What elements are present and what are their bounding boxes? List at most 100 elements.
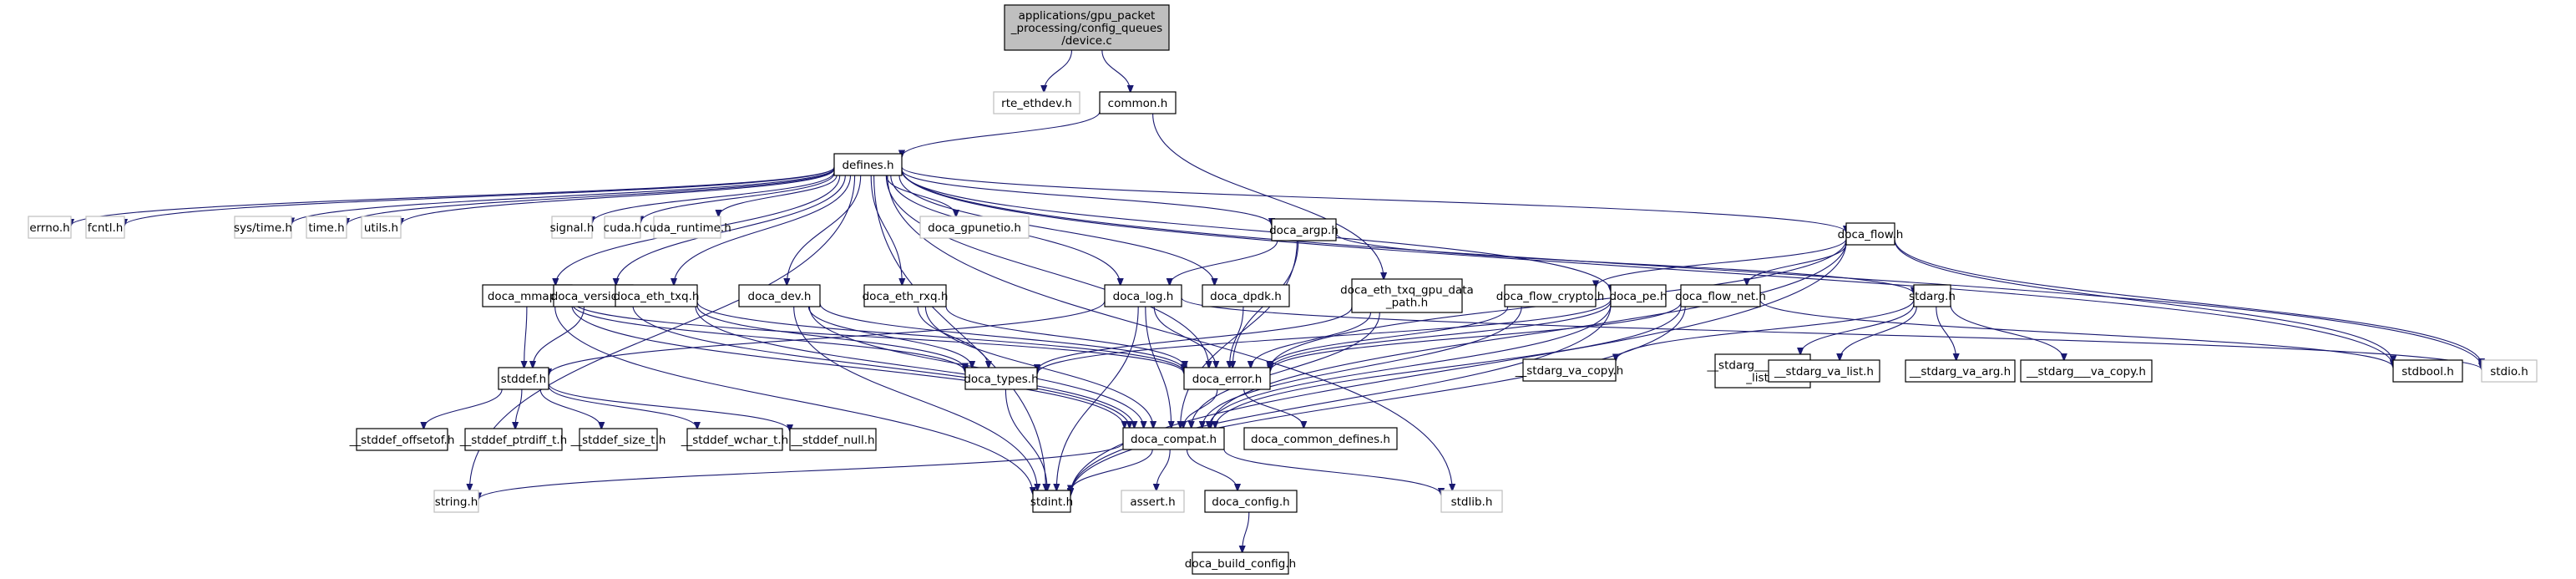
node-device-c[interactable]: applications/gpu_packet_processing/confi… xyxy=(1004,4,1170,51)
edge-doca-flow-h-to-doca-compat-h xyxy=(1211,241,1847,429)
edge-doca-pe-h-to-doca-compat-h xyxy=(1209,304,1612,428)
edge-doca-flow-h-to-stdbool-h xyxy=(1894,240,2393,363)
node-box xyxy=(964,367,1038,390)
node-label: __stdarg_va_copy.h xyxy=(1515,364,1623,378)
edge-doca-pe-h-to-doca-error-h xyxy=(1270,301,1612,370)
node-stddef-offsetof-h[interactable]: __stddef_offsetof.h xyxy=(349,428,455,451)
node-box xyxy=(28,216,72,239)
node-label: __stddef_wchar_t.h xyxy=(681,434,789,447)
node-box xyxy=(356,428,448,451)
node-stdarg-h[interactable]: stdarg.h xyxy=(1909,284,1956,307)
node-doca-build-config-h[interactable]: doca_build_config.h xyxy=(1185,551,1296,575)
node-doca-flow-crypto-h[interactable]: doca_flow_crypto.h xyxy=(1496,284,1605,307)
node-box xyxy=(1610,284,1667,307)
node-doca-flow-h[interactable]: doca_flow.h xyxy=(1838,222,1904,246)
node-box xyxy=(833,153,903,176)
node-stddef-ptrdiff-t-h[interactable]: __stddef_ptrdiff_t.h xyxy=(459,428,567,451)
node-box xyxy=(863,284,947,307)
node-doca-dpdk-h[interactable]: doca_dpdk.h xyxy=(1202,284,1290,307)
node-label: __stddef_null.h xyxy=(790,434,874,447)
edge-defines-h-to-fcntl-h xyxy=(124,166,835,226)
edge-doca-eth-txq-gpu-data-path-h-to-doca-compat-h xyxy=(1192,312,1380,428)
edge-doca-flow-h-to-stdint-h xyxy=(1070,241,1847,495)
node-stdarg-va-arg-h[interactable]: __stdarg_va_arg.h xyxy=(1905,359,2016,383)
edge-doca-version-h-to-doca-compat-h xyxy=(632,305,1130,428)
node-time-h: time.h xyxy=(306,216,347,239)
node-label: doca_types.h xyxy=(964,373,1038,386)
node-doca-config-h[interactable]: doca_config.h xyxy=(1204,490,1298,513)
edge-defines-h-to-doca-gpunetio-h xyxy=(886,175,956,216)
edge-defines-h-to-cuda-runtime-h xyxy=(719,175,838,216)
node-label: rte_ethdev.h xyxy=(1001,97,1072,110)
edge-defines-h-to-signal-h xyxy=(592,171,835,223)
node-box xyxy=(1845,222,1895,246)
edge-doca-flow-net-h-to-doca-error-h xyxy=(1270,302,1682,371)
node-defines-h[interactable]: defines.h xyxy=(833,153,903,176)
edge-stdarg-h-to-stdarg-va-arg-h xyxy=(1936,306,1956,360)
node-label: stdio.h xyxy=(2490,365,2528,378)
edge-doca-compat-h-to-assert-h xyxy=(1156,449,1171,490)
edge-stdarg-h-to-stdarg-va-list-h xyxy=(1840,306,1917,360)
node-stdbool-h[interactable]: stdbool.h xyxy=(2392,359,2463,383)
node-doca-eth-rxq-h[interactable]: doca_eth_rxq.h xyxy=(863,284,949,307)
node-label: doca_pe.h xyxy=(1610,290,1668,303)
node-box xyxy=(1440,490,1503,513)
edge-defines-h-to-time-h xyxy=(347,168,835,226)
edge-stddef-h-to-stddef-wchar-t-h xyxy=(548,385,697,429)
edge-defines-h-to-doca-error-h xyxy=(885,175,1208,368)
edge-doca-eth-txq-h-to-doca-compat-h xyxy=(695,306,1134,428)
node-stdarg-va-list-h[interactable]: __stdarg_va_list.h xyxy=(1768,359,1880,383)
edge-common-h-to-doca-eth-txq-gpu-data-path-h xyxy=(1152,113,1384,279)
node-doca-common-defines-h[interactable]: doca_common_defines.h xyxy=(1243,427,1398,450)
node-label: doca_mmap.h xyxy=(488,290,567,303)
node-box xyxy=(1202,284,1290,307)
node-doca-pe-h[interactable]: doca_pe.h xyxy=(1610,284,1668,307)
node-stddef-h[interactable]: stddef.h xyxy=(498,367,549,390)
node-doca-eth-txq-gpu-data-path-h[interactable]: doca_eth_txq_gpu_data_path.h xyxy=(1340,278,1474,313)
node-box xyxy=(2020,359,2153,383)
node-label: common.h xyxy=(1108,97,1168,110)
node-stddef-size-t-h[interactable]: __stddef_size_t.h xyxy=(570,428,666,451)
edge-doca-eth-rxq-h-to-doca-types-h xyxy=(917,306,989,368)
node-stdint-h[interactable]: stdint.h xyxy=(1030,490,1073,513)
edge-defines-h-to-doca-dpdk-h xyxy=(898,175,1215,285)
node-stdarg-va-copy-h[interactable]: __stdarg_va_copy.h xyxy=(1515,358,1623,382)
node-doca-dev-h[interactable]: doca_dev.h xyxy=(738,284,821,307)
node-stdarg---va-copy-h[interactable]: __stdarg___va_copy.h xyxy=(2020,359,2153,383)
node-string-h: string.h xyxy=(433,490,479,513)
node-doca-eth-txq-h[interactable]: doca_eth_txq.h xyxy=(614,284,700,307)
edge-doca-compat-h-to-stdlib-h xyxy=(1223,449,1441,495)
node-cuda-h: cuda.h xyxy=(604,216,641,239)
node-fcntl-h: fcntl.h xyxy=(85,216,125,239)
edge-stddef-h-to-stddef-size-t-h xyxy=(539,389,601,429)
node-label: doca_gpunetio.h xyxy=(928,221,1021,235)
edge-doca-compat-h-to-stdint-h xyxy=(1070,449,1153,491)
edge-doca-flow-h-to-doca-flow-crypto-h xyxy=(1596,238,1847,287)
node-doca-flow-net-h[interactable]: doca_flow_net.h xyxy=(1675,284,1766,307)
node-box xyxy=(686,428,783,451)
node-label: stdint.h xyxy=(1030,495,1073,509)
node-box xyxy=(738,284,821,307)
node-stdio-h: stdio.h xyxy=(2481,359,2538,383)
node-stddef-null-h[interactable]: __stddef_null.h xyxy=(789,428,877,451)
node-doca-compat-h[interactable]: doca_compat.h xyxy=(1122,427,1225,450)
node-label: __stdarg_va_list.h xyxy=(1774,365,1874,378)
edge-defines-h-to-doca-dev-h xyxy=(787,175,862,285)
node-doca-error-h[interactable]: doca_error.h xyxy=(1183,367,1271,390)
edge-doca-flow-crypto-h-to-doca-error-h xyxy=(1269,306,1509,368)
node-stddef-wchar-t-h[interactable]: __stddef_wchar_t.h xyxy=(681,428,789,451)
node-doca-types-h[interactable]: doca_types.h xyxy=(964,367,1039,390)
edge-doca-mmap-h-to-stddef-h xyxy=(524,306,527,368)
node-box xyxy=(1204,490,1298,513)
node-label: doca_version.h xyxy=(551,290,636,303)
node-box xyxy=(1768,359,1880,383)
node-label: doca_eth_rxq.h xyxy=(863,290,949,303)
node-doca-log-h[interactable]: doca_log.h xyxy=(1104,284,1182,307)
node-box xyxy=(1121,490,1185,513)
node-label: doca_flow.h xyxy=(1838,228,1904,241)
edge-doca-log-h-to-stddef-h xyxy=(549,300,1106,375)
edge-defines-h-to-utils-h xyxy=(401,169,835,225)
node-common-h[interactable]: common.h xyxy=(1099,91,1177,114)
node-doca-argp-h[interactable]: doca_argp.h xyxy=(1269,218,1339,241)
node-label: signal.h xyxy=(550,221,595,235)
